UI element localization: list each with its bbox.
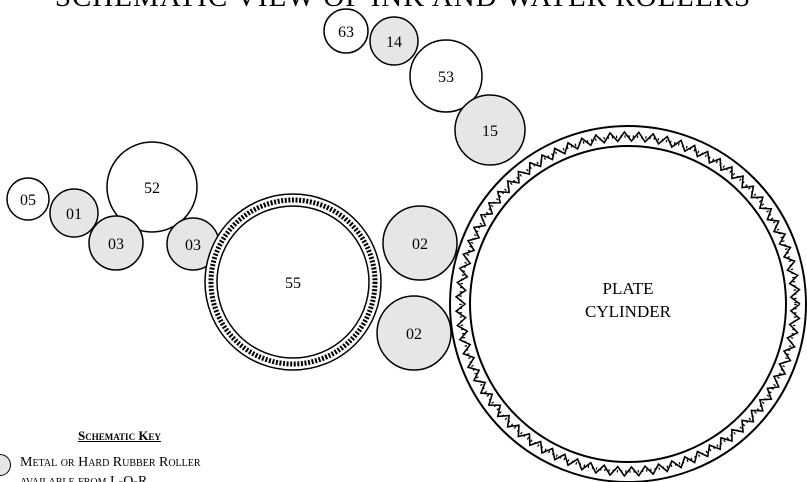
roller-53-circle (409, 39, 483, 113)
roller-55-knurl-band (208, 197, 378, 367)
metal-roller-swatch-icon (0, 454, 11, 476)
roller-02-lower-circle (376, 295, 452, 371)
roller-52-circle (106, 141, 198, 233)
diagram-title: SCHEMATIC VIEW OF INK AND WATER ROLLERS (55, 0, 751, 13)
roller-03-left-circle (88, 215, 144, 271)
roller-63-label: 63 (338, 24, 354, 41)
roller-55-label: 55 (285, 275, 301, 292)
plate-cylinder-inner-ring (469, 145, 787, 463)
roller-03-right-label: 03 (185, 237, 201, 254)
roller-15: 15 (454, 94, 526, 166)
roller-03-left: 03 (88, 215, 144, 271)
key-item-line1: Metal or Hard Rubber Roller (20, 455, 201, 470)
roller-01-circle (49, 188, 99, 238)
roller-55-inner (216, 205, 370, 359)
roller-01: 01 (49, 188, 99, 238)
plate-cylinder-label-line2: CYLINDER (585, 302, 672, 321)
roller-01-label: 01 (66, 206, 82, 223)
rollers-layer: 63 14 53 15 05 01 52 03 03 02 02 55 (6, 8, 526, 371)
roller-63: 63 (323, 8, 369, 54)
roller-52: 52 (106, 141, 198, 233)
roller-14-circle (369, 16, 419, 66)
plate-cylinder: PLATE CYLINDER (449, 125, 807, 482)
roller-14: 14 (369, 16, 419, 66)
roller-02-upper: 02 (382, 205, 458, 281)
roller-02-upper-circle (382, 205, 458, 281)
roller-03-left-label: 03 (108, 236, 124, 253)
key-heading: Schematic Key (78, 428, 161, 443)
plate-cylinder-teeth-fill (459, 135, 797, 473)
roller-02-lower: 02 (376, 295, 452, 371)
roller-02-upper-label: 02 (412, 236, 428, 253)
roller-05-circle (6, 177, 50, 221)
plate-cylinder-label-line1: PLATE (603, 279, 654, 298)
key-item-line2: available from L-O-R (20, 474, 148, 482)
schematic-key: Schematic Key Metal or Hard Rubber Rolle… (0, 428, 360, 482)
roller-15-circle (454, 94, 526, 166)
plate-cylinder-teeth (454, 130, 801, 478)
plate-cylinder-zigzag (454, 130, 801, 478)
roller-52-label: 52 (144, 180, 160, 197)
roller-15-label: 15 (482, 123, 498, 140)
roller-05: 05 (6, 177, 50, 221)
roller-02-lower-label: 02 (406, 326, 422, 343)
roller-63-circle (323, 8, 369, 54)
roller-53: 53 (409, 39, 483, 113)
roller-05-label: 05 (20, 192, 36, 209)
roller-55: 55 (204, 193, 382, 371)
roller-14-label: 14 (386, 34, 402, 51)
roller-53-label: 53 (438, 69, 454, 86)
